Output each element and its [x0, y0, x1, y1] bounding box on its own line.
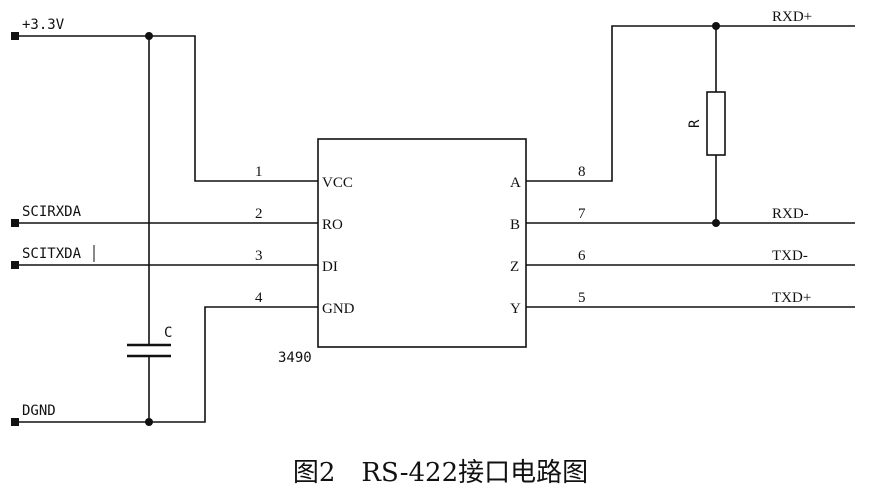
resistor-label: R [687, 119, 703, 128]
pin-8-number: 8 [578, 164, 586, 180]
resistor-body [706, 91, 726, 156]
pin-6-name: Z [510, 259, 519, 275]
vcc-wire [19, 35, 318, 182]
pin-8-name: A [510, 175, 521, 191]
pin-4-name: GND [322, 301, 355, 317]
gnd-terminal [11, 418, 19, 426]
pin-1-number: 1 [255, 164, 263, 180]
pin-2-number: 2 [255, 206, 263, 222]
pin-5-number: 5 [578, 290, 586, 306]
figure-caption: 图2 RS-422接口电路图 [292, 458, 589, 488]
gnd-wire [19, 306, 318, 423]
pin-3-name: DI [322, 259, 338, 275]
pin-7-number: 7 [578, 206, 586, 222]
pin-1-name: VCC [322, 175, 353, 191]
pin-6-number: 6 [578, 248, 586, 264]
gnd-label: DGND [22, 403, 56, 419]
pin-2-name: RO [322, 217, 343, 233]
vcc-terminal [11, 32, 19, 40]
txd-minus-label: TXD- [772, 248, 808, 264]
pin-3-number: 3 [255, 248, 263, 264]
rs422-schematic: 3490 +3.3V C DGND SCIRXDA SCITXDA 1 2 3 … [11, 9, 855, 426]
txd-plus-label: TXD+ [772, 290, 811, 306]
capacitor-label: C [164, 325, 172, 341]
pin-7-name: B [510, 217, 520, 233]
vcc-label: +3.3V [22, 17, 65, 33]
rxd-plus-wire [526, 25, 855, 182]
rx-terminal [11, 219, 19, 227]
pin-4-number: 4 [255, 290, 263, 306]
rxd-minus-label: RXD- [772, 206, 809, 222]
res-junction-top [712, 22, 720, 30]
ic-part-label: 3490 [278, 350, 312, 366]
rxd-plus-label: RXD+ [772, 9, 812, 25]
tx-terminal [11, 261, 19, 269]
gnd-junction [145, 418, 153, 426]
ic-body [317, 138, 527, 348]
pin-5-name: Y [510, 301, 521, 317]
res-junction-bottom [712, 219, 720, 227]
tx-signal-label: SCITXDA [22, 246, 82, 262]
rx-signal-label: SCIRXDA [22, 204, 82, 220]
